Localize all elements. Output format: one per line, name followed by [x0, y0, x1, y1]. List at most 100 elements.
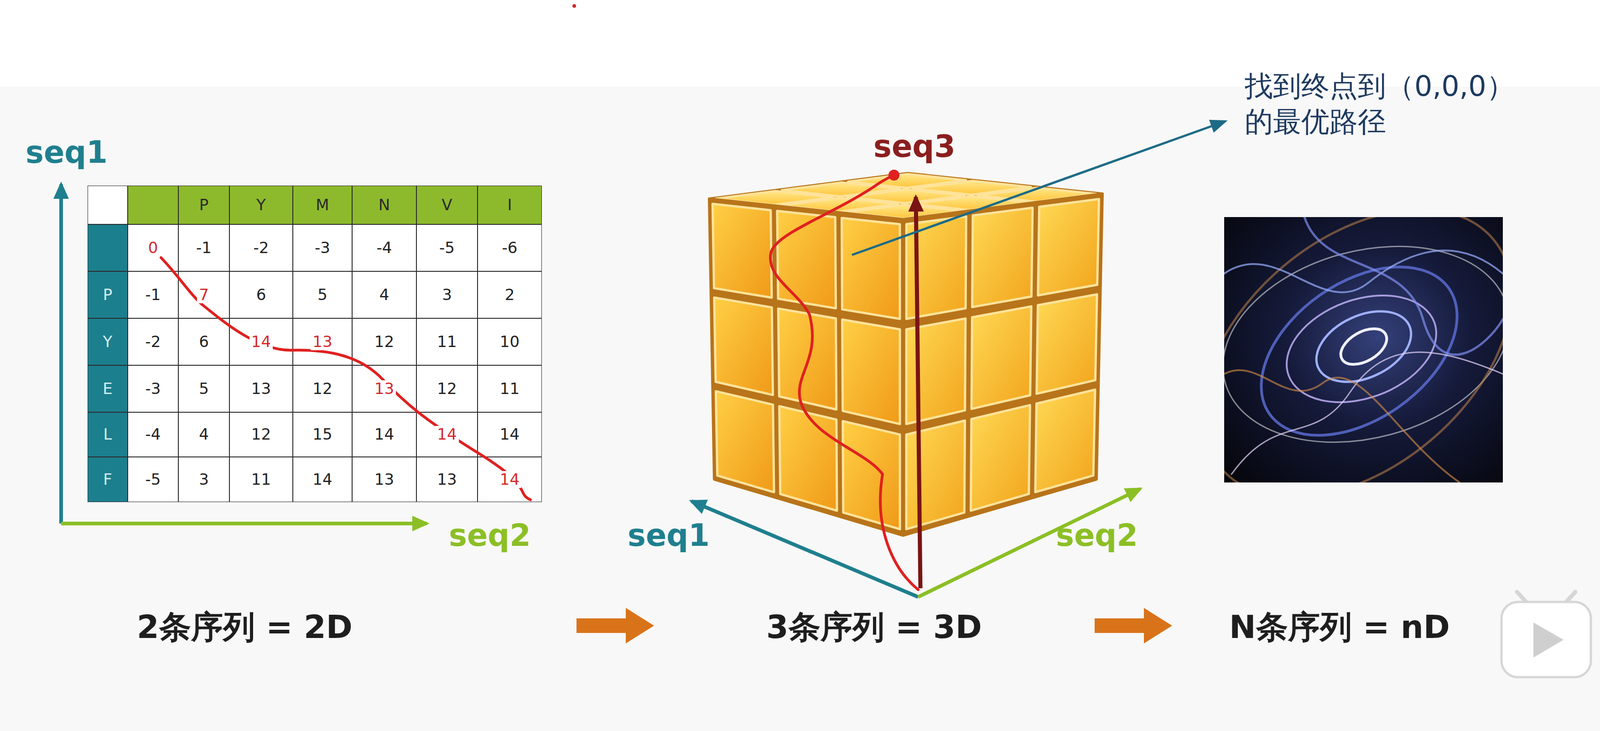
alignment-score: -1 [143, 286, 163, 304]
image-ground [1224, 217, 1503, 483]
cubie [714, 297, 774, 396]
swirl [1224, 217, 1503, 483]
score-cell: 0 [127, 224, 179, 272]
alignment-score: 6 [254, 286, 269, 304]
score-cell: -3 [292, 224, 353, 272]
score-cell: -3 [127, 365, 179, 413]
alignment-score: 6 [197, 333, 211, 351]
seq2-axis [61, 521, 427, 526]
leader-line [851, 121, 1226, 255]
score-cell: 6 [229, 271, 293, 319]
light-streak [1231, 352, 1503, 475]
score-cell: 3 [416, 271, 478, 319]
cubie [842, 420, 900, 530]
score-cell: 12 [352, 318, 417, 366]
score-cell: 11 [477, 365, 542, 413]
header-cell: P [178, 185, 230, 225]
sequence-letter: Y [101, 333, 115, 351]
score-cell: 13 [416, 457, 478, 503]
sequence-letter: M [313, 196, 331, 214]
axis-label: seq2 [1055, 518, 1138, 554]
axis-label: seq1 [627, 518, 710, 554]
score-cell: 2 [477, 271, 542, 319]
alignment-score: -1 [194, 239, 214, 257]
cubie [842, 319, 900, 425]
light-streak [1224, 250, 1503, 293]
cubie [779, 406, 837, 511]
header-cell: M [292, 185, 353, 225]
alignment-score: 10 [498, 333, 522, 351]
swirl-ring [1230, 232, 1488, 470]
alignment-score: 13 [435, 471, 459, 489]
alignment-score: 13 [372, 471, 396, 489]
alignment-score: 13 [310, 333, 334, 351]
sequence-letter: F [101, 471, 115, 489]
alignment-score: 3 [440, 286, 454, 304]
alignment-score: 13 [372, 380, 396, 398]
alignment-score: -6 [500, 239, 520, 257]
alignment-score: 14 [249, 333, 273, 351]
alignment-score: 12 [310, 380, 334, 398]
header-cell: F [87, 457, 128, 503]
alignment-score: -3 [143, 380, 163, 398]
score-cell: 14 [477, 457, 542, 503]
cubie [906, 318, 966, 424]
cubie [1036, 294, 1097, 394]
annotation-note: 找到终点到（0,0,0） 的最优路径 [1244, 68, 1574, 140]
alignment-score: 12 [372, 333, 396, 351]
path-end [888, 169, 900, 181]
score-cell: 13 [352, 457, 417, 503]
stage-caption: 3条序列 = 3D [766, 608, 982, 646]
alignment-score: 5 [315, 286, 330, 304]
alignment-score: -5 [437, 239, 457, 257]
score-cell: 4 [178, 412, 230, 458]
sequence-letter: I [505, 196, 514, 214]
score-cell: 14 [229, 318, 293, 366]
stray-dot [572, 4, 577, 8]
cubie [841, 218, 901, 319]
score-cell: 4 [352, 271, 417, 319]
seq1-axis [59, 184, 63, 524]
alignment-score: -4 [374, 239, 395, 257]
score-cell: 14 [477, 412, 542, 458]
optimal-path [161, 257, 531, 500]
score-cell: -1 [127, 271, 179, 319]
score-cell: 14 [292, 457, 353, 503]
alignment-score: 14 [498, 425, 522, 443]
cube-face [903, 193, 1103, 536]
sequence-letter: P [197, 196, 211, 214]
alignment-score: 14 [498, 471, 522, 489]
sequence-letter: N [376, 196, 392, 214]
header-cell: L [87, 412, 128, 458]
stage-arrow [1094, 607, 1173, 644]
axis-label: seq1 [25, 135, 108, 171]
swirl-ring [1224, 217, 1503, 483]
score-cell: -1 [178, 224, 230, 272]
cubie [971, 306, 1032, 410]
light-streak [1224, 370, 1460, 483]
axis-label: seq3 [873, 129, 956, 165]
header-cell [87, 185, 128, 225]
seq2-axis [918, 488, 1141, 598]
score-cell: 3 [178, 457, 230, 503]
cubie [716, 391, 775, 493]
score-cell: 14 [352, 412, 417, 458]
alignment-score: 12 [249, 425, 273, 443]
alignment-score: 5 [197, 380, 211, 398]
sequence-letter: V [439, 196, 454, 214]
seq3-axis [915, 197, 921, 589]
header-cell: Y [87, 318, 128, 366]
score-cell: 13 [352, 365, 417, 413]
header-cell: V [416, 185, 478, 225]
cubie [971, 405, 1031, 511]
header-cell: E [87, 365, 128, 413]
score-cell: 13 [292, 318, 353, 366]
stage-caption: N条序列 = nD [1229, 608, 1450, 646]
cubie [972, 207, 1033, 307]
score-cell: -5 [127, 457, 179, 503]
score-cell: 11 [416, 318, 478, 366]
alignment-score: 11 [249, 471, 273, 489]
header-cell [127, 185, 179, 225]
axis-label: seq2 [448, 518, 531, 554]
